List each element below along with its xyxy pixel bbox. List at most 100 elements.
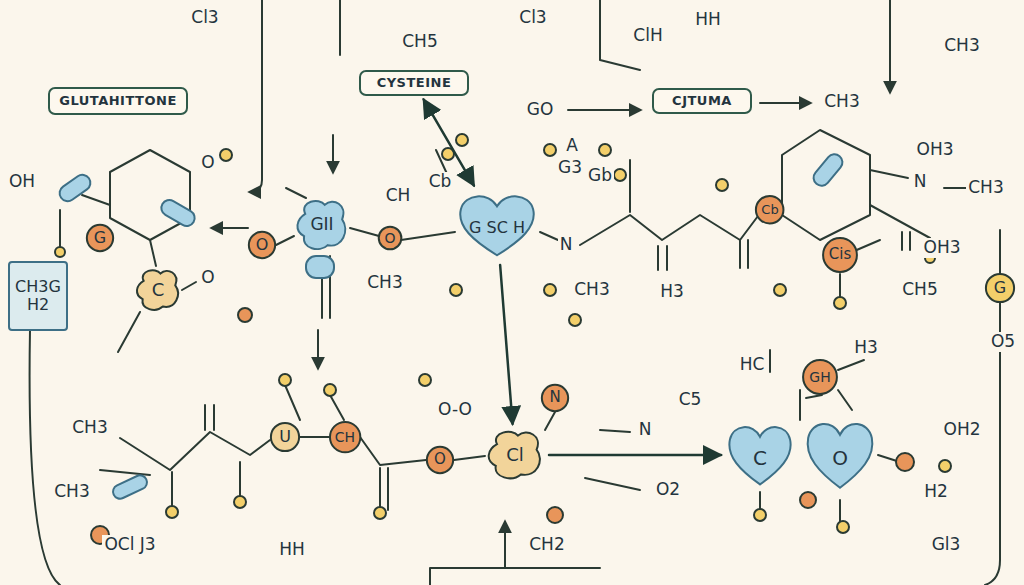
chem-label: Cl3 <box>189 8 220 28</box>
chem-label: O-O <box>436 400 474 420</box>
heart-atom: O <box>803 416 877 494</box>
heart-outline <box>725 420 795 490</box>
reaction-arrow <box>424 99 474 185</box>
chem-label: H3 <box>658 282 686 302</box>
atom-shape <box>271 423 299 451</box>
atom-symbol: Cis <box>829 246 851 263</box>
chem-label: O <box>199 268 216 288</box>
heart-outline <box>803 416 877 494</box>
blob-atom: C <box>134 267 182 313</box>
atom-circle: Cis <box>822 237 858 273</box>
circle-outline <box>985 273 1015 303</box>
atom-circle: G <box>86 224 114 252</box>
atom-symbol: C <box>753 447 767 470</box>
chem-label: CH3 <box>822 92 861 112</box>
chem-label: CH5 <box>900 280 939 300</box>
atom-symbol: Cb <box>761 203 778 218</box>
chem-label: CH3 <box>966 178 1005 198</box>
atom-symbol: U <box>279 428 291 446</box>
chem-label: ClH <box>631 26 664 46</box>
atom-circle: O <box>426 446 454 474</box>
atom-shape <box>542 385 568 411</box>
box-label: CH3G <box>15 278 61 296</box>
circle-outline <box>426 446 454 474</box>
atom-symbol: O <box>256 236 269 254</box>
chem-label: CH5 <box>400 32 439 52</box>
atom-shape <box>823 238 857 272</box>
atom-circle: CH <box>329 421 361 453</box>
atom-circle: N <box>541 384 569 412</box>
chem-label: HC <box>738 355 767 375</box>
chem-label: Gl3 <box>930 535 963 555</box>
chem-label: GO <box>525 100 556 120</box>
chem-label: Cl3 <box>517 8 548 28</box>
blob-atom: Cl <box>485 428 545 482</box>
atom-shape <box>330 422 360 452</box>
atom-symbol: GII <box>310 215 333 235</box>
chem-label: CH3 <box>942 36 981 56</box>
atom-symbol: GH <box>809 369 830 385</box>
atom-circle: G <box>985 273 1015 303</box>
heart-shape <box>808 424 873 488</box>
chem-label: H2 <box>922 482 950 502</box>
chem-label: H3 <box>852 338 880 358</box>
reaction-arrow <box>500 265 512 424</box>
heart-atom: G SC H <box>455 189 539 261</box>
blob-shape <box>137 270 178 310</box>
chem-label: OH3 <box>922 238 963 258</box>
chem-label: CH <box>384 186 413 206</box>
chem-label: O2 <box>654 480 682 500</box>
atom-symbol: C <box>152 280 165 301</box>
circle-outline <box>802 359 838 395</box>
label-box: CYSTEINE <box>359 70 469 96</box>
box-label: CYSTEINE <box>377 76 452 91</box>
heart-atom: C <box>725 420 795 490</box>
chem-label: Gb <box>586 166 614 186</box>
atom-symbol: O <box>832 447 848 470</box>
atom-shape <box>986 274 1014 302</box>
chem-label: O5 <box>989 332 1017 352</box>
chem-label: A <box>564 136 580 156</box>
blob-outline <box>294 197 350 253</box>
circle-outline <box>270 422 300 452</box>
box-label: H2 <box>27 296 49 314</box>
atom-circle: O <box>248 231 276 259</box>
label-box: GLUTAHITTONE <box>48 87 188 115</box>
chem-label: OH2 <box>942 420 983 440</box>
circle-outline <box>541 384 569 412</box>
chem-label: OH3 <box>915 140 956 160</box>
chem-label: HH <box>277 540 307 560</box>
chem-label: CH3 <box>70 418 109 438</box>
atom-shape <box>87 225 113 251</box>
chem-label: N <box>558 235 575 255</box>
circle-outline <box>248 231 276 259</box>
atom-shape <box>803 360 837 394</box>
chem-label: Cb <box>427 172 454 192</box>
heart-shape <box>460 196 534 255</box>
atom-shape <box>379 227 402 250</box>
chem-label: C5 <box>677 390 704 410</box>
chem-label: G3 <box>556 158 584 178</box>
circle-outline <box>378 226 402 250</box>
atom-symbol: O <box>384 230 395 246</box>
blob-atom: GII <box>294 197 350 253</box>
atom-symbol: Cl <box>506 445 524 466</box>
atom-symbol: CH <box>335 429 355 445</box>
heart-outline <box>455 189 539 261</box>
reaction-arrow <box>549 454 721 457</box>
blob-shape <box>297 201 345 249</box>
atom-circle: Cb <box>755 195 784 224</box>
chem-label: N <box>912 172 929 192</box>
box-label: CJTUMA <box>672 94 732 109</box>
label-box: CH3GH2 <box>8 261 68 331</box>
circle-outline <box>822 237 858 273</box>
chem-label: N <box>637 420 654 440</box>
atom-circle: U <box>270 422 300 452</box>
chem-label: CH3 <box>365 273 404 293</box>
chem-label: CH3 <box>52 482 91 502</box>
circle-outline <box>86 224 114 252</box>
box-label: GLUTAHITTONE <box>59 94 177 109</box>
atom-symbol: O <box>434 451 446 468</box>
blob-outline <box>485 428 545 482</box>
